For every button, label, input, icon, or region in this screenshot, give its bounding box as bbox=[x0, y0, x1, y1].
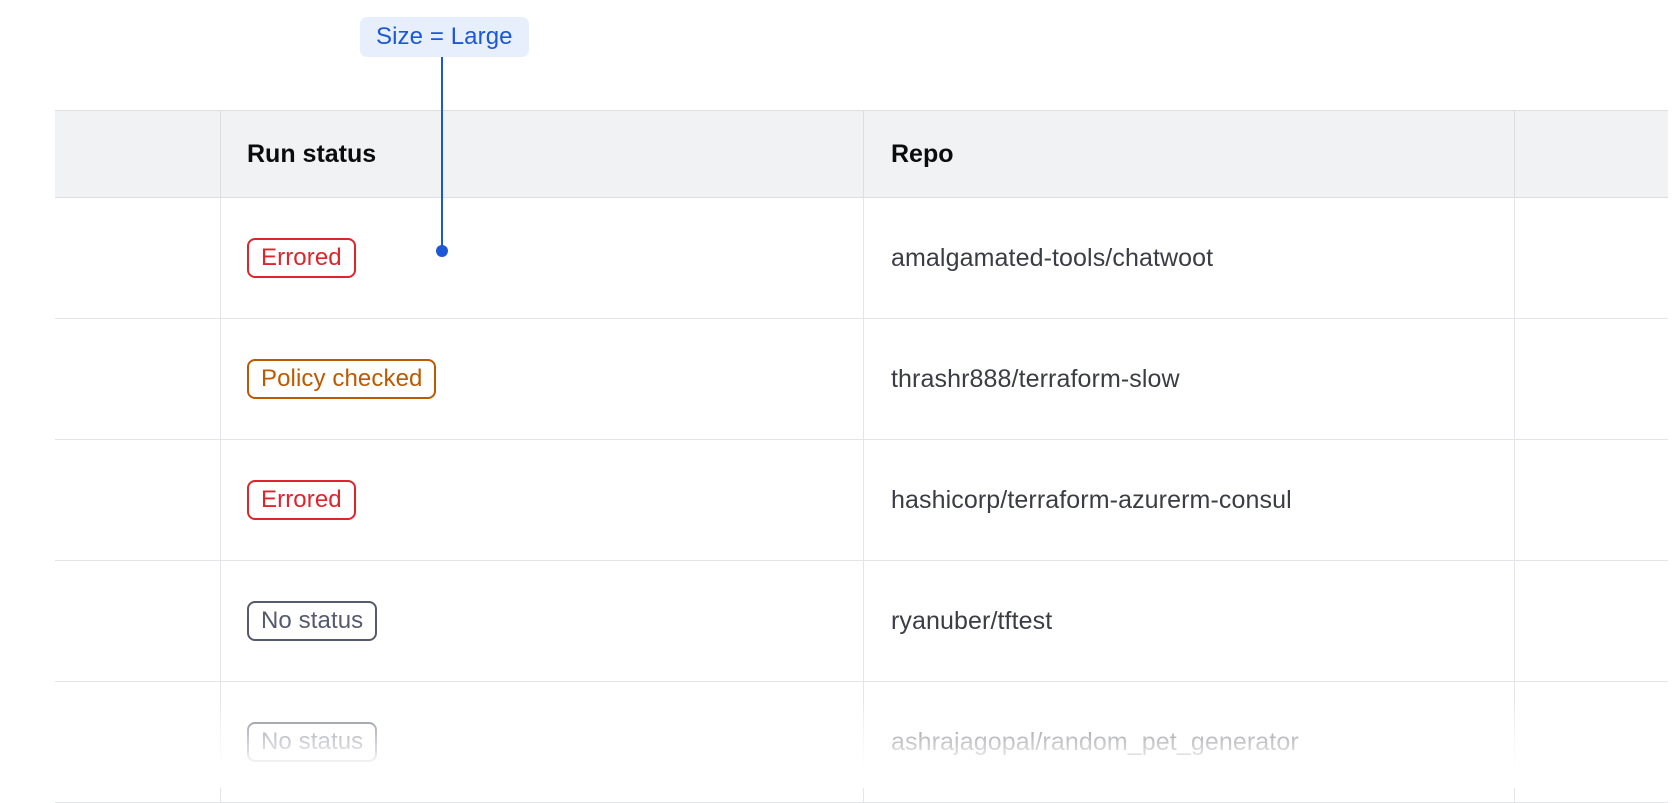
runs-table: Run status Repo Errored amalgamated-tools… bbox=[55, 110, 1668, 803]
repo-link[interactable]: ryanuber/tftest bbox=[891, 606, 1053, 635]
table-row[interactable]: Errored hashicorp/terraform-azurerm-consu… bbox=[55, 439, 1668, 561]
table-header: Run status Repo bbox=[55, 110, 1668, 198]
status-badge-label: Policy checked bbox=[261, 365, 423, 392]
status-badge[interactable]: Policy checked bbox=[247, 359, 437, 399]
status-badge-label: Errored bbox=[261, 244, 342, 271]
status-badge-label: Errored bbox=[261, 486, 342, 513]
run-status-cell-inner: No status bbox=[221, 722, 863, 762]
repo-cell: ashrajagopal/random_pet_generator bbox=[863, 681, 1515, 803]
run-status-cell: No status bbox=[220, 560, 864, 682]
run-status-cell: Errored bbox=[220, 197, 864, 319]
row-tail-cell bbox=[1514, 560, 1668, 682]
annotation-size-badge-label: Size = Large bbox=[376, 23, 513, 50]
status-badge[interactable]: No status bbox=[247, 722, 378, 762]
column-header-repo[interactable]: Repo bbox=[863, 110, 1515, 198]
table-header-row: Run status Repo bbox=[55, 110, 1668, 198]
run-status-cell: Errored bbox=[220, 439, 864, 561]
row-select-cell[interactable] bbox=[55, 681, 221, 803]
row-tail-cell bbox=[1514, 318, 1668, 440]
row-select-cell[interactable] bbox=[55, 318, 221, 440]
row-tail-cell bbox=[1514, 197, 1668, 319]
run-status-cell: No status bbox=[220, 681, 864, 803]
repo-cell: hashicorp/terraform-azurerm-consul bbox=[863, 439, 1515, 561]
table-row[interactable]: Policy checked thrashr888/terraform-slow bbox=[55, 318, 1668, 440]
annotation-size-badge[interactable]: Size = Large bbox=[360, 17, 529, 57]
status-badge-label: No status bbox=[261, 728, 364, 755]
status-badge-label: No status bbox=[261, 607, 364, 634]
repo-link[interactable]: ashrajagopal/random_pet_generator bbox=[891, 727, 1299, 756]
row-select-cell[interactable] bbox=[55, 439, 221, 561]
repo-cell: ryanuber/tftest bbox=[863, 560, 1515, 682]
table-row[interactable]: Errored amalgamated-tools/chatwoot bbox=[55, 197, 1668, 319]
status-badge[interactable]: No status bbox=[247, 601, 378, 641]
run-status-cell-inner: No status bbox=[221, 601, 863, 641]
table-row[interactable]: No status ryanuber/tftest bbox=[55, 560, 1668, 682]
row-select-cell[interactable] bbox=[55, 197, 221, 319]
repo-link[interactable]: thrashr888/terraform-slow bbox=[891, 364, 1180, 393]
row-tail-cell bbox=[1514, 681, 1668, 803]
repo-cell: amalgamated-tools/chatwoot bbox=[863, 197, 1515, 319]
run-status-cell-inner: Policy checked bbox=[221, 359, 863, 399]
column-header-tail bbox=[1514, 110, 1668, 198]
column-header-select[interactable] bbox=[55, 110, 221, 198]
column-header-run-status[interactable]: Run status bbox=[220, 110, 864, 198]
status-badge[interactable]: Errored bbox=[247, 238, 356, 278]
column-header-run-status-label: Run status bbox=[247, 139, 377, 168]
run-status-cell-inner: Errored bbox=[221, 480, 863, 520]
run-status-cell-inner: Errored bbox=[221, 238, 863, 278]
row-select-cell[interactable] bbox=[55, 560, 221, 682]
run-status-cell: Policy checked bbox=[220, 318, 864, 440]
table-row[interactable]: No status ashrajagopal/random_pet_generat… bbox=[55, 681, 1668, 803]
repo-link[interactable]: hashicorp/terraform-azurerm-consul bbox=[891, 485, 1292, 514]
repo-link[interactable]: amalgamated-tools/chatwoot bbox=[891, 243, 1214, 272]
status-badge[interactable]: Errored bbox=[247, 480, 356, 520]
repo-cell: thrashr888/terraform-slow bbox=[863, 318, 1515, 440]
column-header-repo-label: Repo bbox=[891, 139, 954, 168]
row-tail-cell bbox=[1514, 439, 1668, 561]
